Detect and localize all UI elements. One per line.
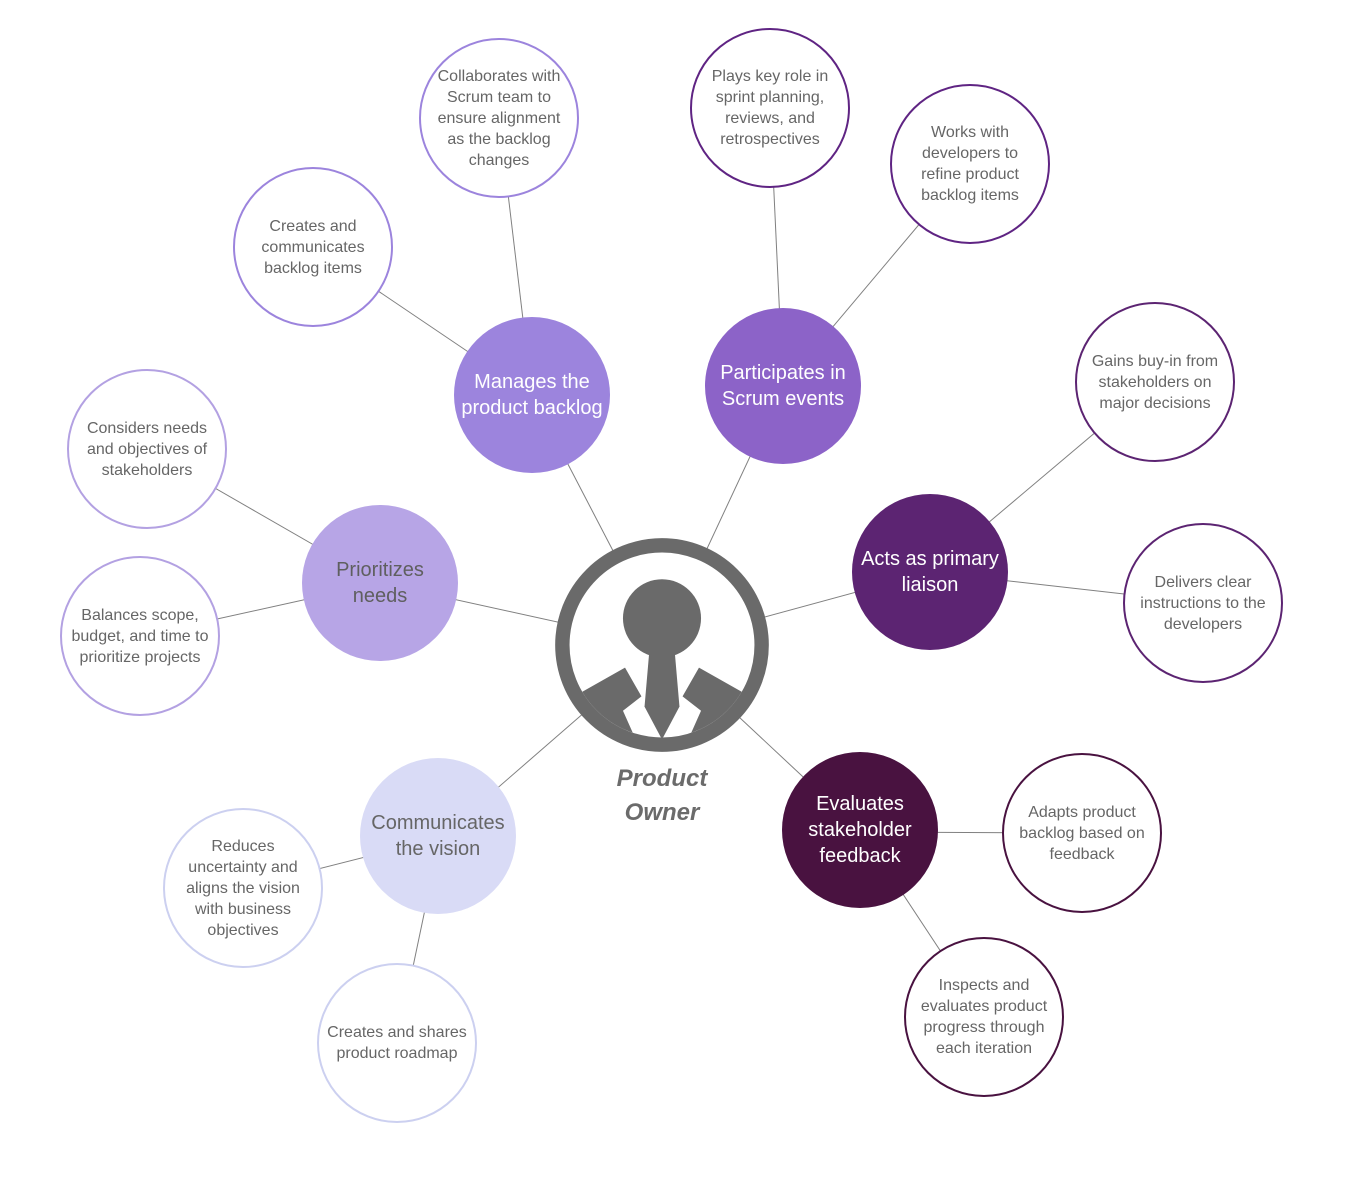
satellite-creates-communicates-backlog: Creates and communicates backlog items bbox=[233, 167, 393, 327]
satellite-sprint-planning-reviews: Plays key role in sprint planning, revie… bbox=[690, 28, 850, 188]
satellite-adapts-product-backlog: Adapts product backlog based on feedback bbox=[1002, 753, 1162, 913]
satellite-label: Reduces uncertainty and aligns the visio… bbox=[186, 837, 300, 939]
satellite-label: Considers needs and objectives of stakeh… bbox=[86, 419, 208, 479]
center-node bbox=[549, 532, 775, 758]
branch-node-prioritizes-needs: Prioritizes needs bbox=[302, 505, 458, 661]
branch-node-participates-scrum-events: Participates in Scrum events bbox=[705, 308, 861, 464]
satellite-label: Creates and shares product roadmap bbox=[327, 1024, 467, 1062]
branch-node-evaluates-stakeholder-feedback: Evaluates stakeholder feedback bbox=[782, 752, 938, 908]
satellite-inspects-evaluates-progress: Inspects and evaluates product progress … bbox=[904, 937, 1064, 1097]
branch-label: Acts as primary liaison bbox=[861, 548, 999, 596]
branch-label: Participates in Scrum events bbox=[720, 362, 846, 410]
satellite-works-with-developers: Works with developers to refine product … bbox=[890, 84, 1050, 244]
person-icon bbox=[555, 538, 769, 752]
satellite-label: Delivers clear instructions to the devel… bbox=[1140, 573, 1266, 633]
branch-label: Prioritizes needs bbox=[336, 559, 424, 607]
satellite-label: Inspects and evaluates product progress … bbox=[920, 977, 1048, 1057]
satellite-label: Balances scope, budget, and time to prio… bbox=[71, 606, 209, 666]
satellite-label: Adapts product backlog based on feedback bbox=[1019, 803, 1145, 863]
satellite-collaborates-scrum-team: Collaborates with Scrum team to ensure a… bbox=[419, 38, 579, 198]
branch-node-acts-primary-liaison: Acts as primary liaison bbox=[852, 494, 1008, 650]
branch-label: Evaluates stakeholder feedback bbox=[808, 793, 912, 867]
branch-node-communicates-vision: Communicates the vision bbox=[360, 758, 516, 914]
satellite-creates-shares-roadmap: Creates and shares product roadmap bbox=[317, 963, 477, 1123]
center-label: Product Owner bbox=[616, 765, 708, 826]
satellite-delivers-clear-instructions: Delivers clear instructions to the devel… bbox=[1123, 523, 1283, 683]
branch-label: Manages the product backlog bbox=[461, 371, 603, 419]
satellite-label: Creates and communicates backlog items bbox=[261, 217, 365, 277]
satellite-label: Plays key role in sprint planning, revie… bbox=[711, 68, 829, 148]
satellite-gains-buy-in: Gains buy-in from stakeholders on major … bbox=[1075, 302, 1235, 462]
branch-label: Communicates the vision bbox=[371, 812, 505, 860]
branch-node-manages-product-backlog: Manages the product backlog bbox=[454, 317, 610, 473]
satellite-label: Collaborates with Scrum team to ensure a… bbox=[437, 67, 561, 169]
satellite-label: Works with developers to refine product … bbox=[921, 124, 1019, 204]
satellite-reduces-uncertainty: Reduces uncertainty and aligns the visio… bbox=[163, 808, 323, 968]
satellite-considers-needs-objectives: Considers needs and objectives of stakeh… bbox=[67, 369, 227, 529]
satellite-balances-scope-budget-time: Balances scope, budget, and time to prio… bbox=[60, 556, 220, 716]
satellite-label: Gains buy-in from stakeholders on major … bbox=[1091, 352, 1219, 412]
